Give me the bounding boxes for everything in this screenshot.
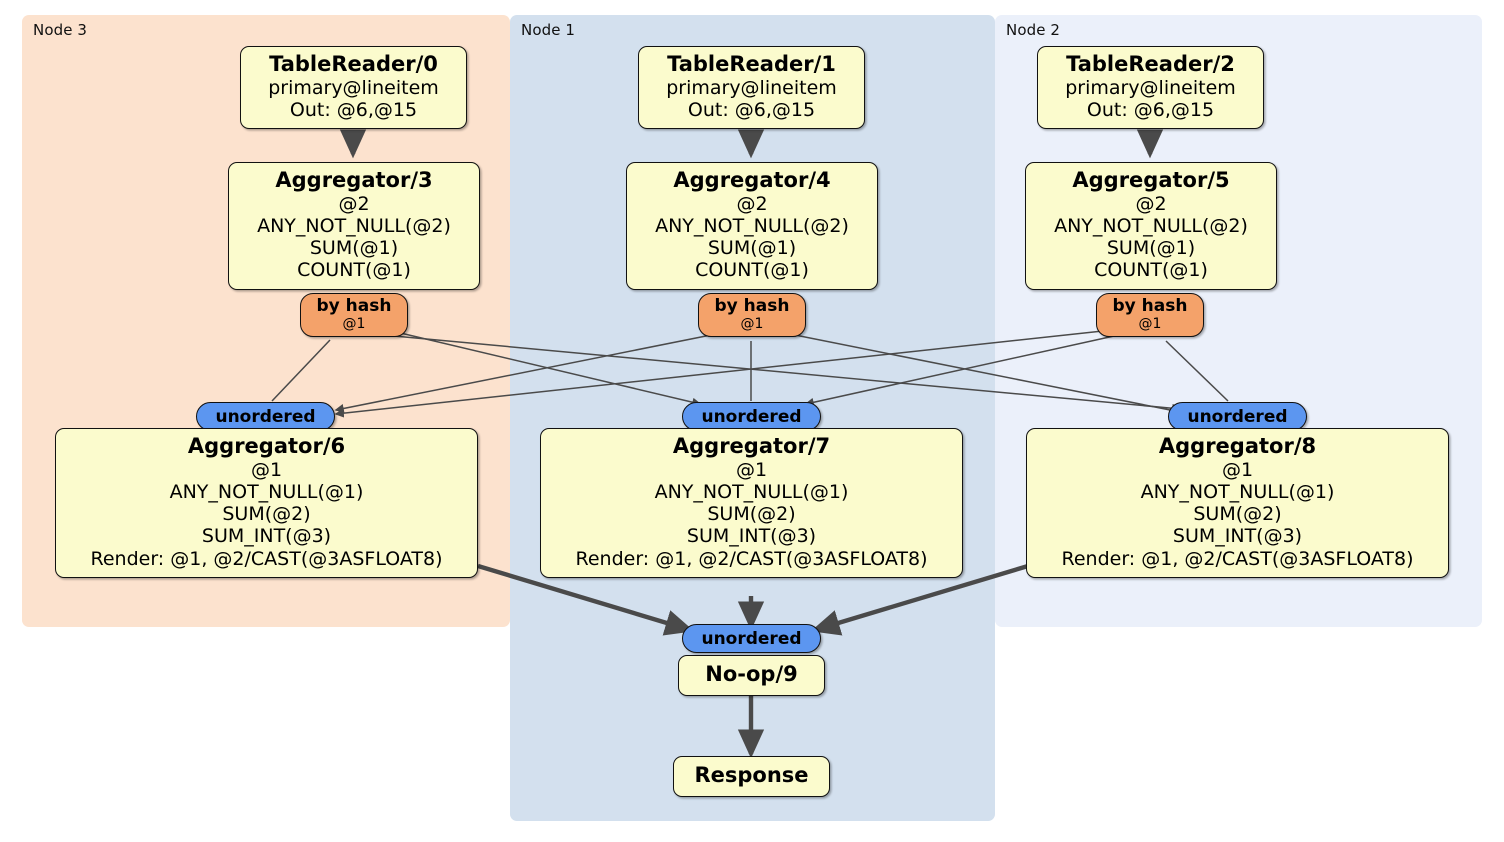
node-panel-label-node1: Node 1 [521,21,576,39]
processor-detail: SUM(@1) [309,237,399,260]
synchronizer-unordered-node1[interactable]: unordered [682,402,821,431]
processor-detail: @1 [1221,458,1254,481]
processor-detail: ANY_NOT_NULL(@1) [1140,480,1335,503]
router-column: @1 [1138,315,1162,332]
processor-detail: Render: @1, @2/CAST(@3ASFLOAT8) [90,547,443,570]
processor-detail: Out: @6,@15 [289,98,418,121]
processor-tablereader-1[interactable]: TableReader/1 primary@lineitem Out: @6,@… [638,46,865,130]
processor-detail: SUM(@2) [1193,503,1282,526]
processor-detail: primary@lineitem [666,76,837,99]
router-by-hash-node3[interactable]: by hash @1 [300,293,408,337]
processor-detail: ANY_NOT_NULL(@2) [655,214,849,237]
processor-detail: Render: @1, @2/CAST(@3ASFLOAT8) [1061,547,1414,570]
processor-title: Aggregator/6 [187,434,346,458]
processor-detail: @1 [735,458,768,481]
processor-detail: SUM_INT(@3) [686,525,817,548]
processor-detail: ANY_NOT_NULL(@2) [257,214,451,237]
processor-title: No-op/9 [705,662,798,686]
processor-detail: COUNT(@1) [297,259,411,282]
processor-detail: SUM(@2) [222,503,311,526]
node-panel-label-node2: Node 2 [1006,21,1061,39]
processor-detail: SUM(@1) [1106,237,1196,260]
node-panel-label-node3: Node 3 [33,21,88,39]
processor-detail: COUNT(@1) [695,259,809,282]
processor-detail: @2 [338,192,370,215]
processor-aggregator-3[interactable]: Aggregator/3 @2 ANY_NOT_NULL(@2) SUM(@1)… [228,162,480,290]
processor-title: Aggregator/8 [1158,434,1317,458]
processor-tablereader-0[interactable]: TableReader/0 primary@lineitem Out: @6,@… [240,46,467,130]
processor-title: TableReader/2 [1066,52,1235,76]
processor-title: Aggregator/4 [673,168,831,192]
processor-tablereader-2[interactable]: TableReader/2 primary@lineitem Out: @6,@… [1037,46,1264,130]
processor-aggregator-8[interactable]: Aggregator/8 @1 ANY_NOT_NULL(@1) SUM(@2)… [1026,428,1449,578]
processor-title: Aggregator/5 [1072,168,1230,192]
processor-title: Aggregator/7 [672,434,831,458]
processor-title: TableReader/1 [667,52,836,76]
processor-detail: ANY_NOT_NULL(@1) [169,480,364,503]
processor-detail: SUM(@1) [707,237,797,260]
processor-title: Response [694,763,809,787]
processor-detail: @1 [250,458,283,481]
processor-aggregator-7[interactable]: Aggregator/7 @1 ANY_NOT_NULL(@1) SUM(@2)… [540,428,963,578]
synchronizer-unordered-final[interactable]: unordered [682,624,821,653]
processor-response[interactable]: Response [673,756,830,797]
processor-detail: @2 [1135,192,1167,215]
processor-detail: SUM(@2) [707,503,796,526]
processor-detail: SUM_INT(@3) [201,525,332,548]
processor-detail: ANY_NOT_NULL(@2) [1054,214,1248,237]
router-type: by hash [1112,296,1188,316]
router-type: by hash [714,296,790,316]
processor-detail: COUNT(@1) [1094,259,1208,282]
synchronizer-unordered-node2[interactable]: unordered [1168,402,1307,431]
processor-detail: SUM_INT(@3) [1172,525,1303,548]
router-by-hash-node1[interactable]: by hash @1 [698,293,806,337]
router-column: @1 [740,315,764,332]
synchronizer-unordered-node3[interactable]: unordered [196,402,335,431]
router-column: @1 [342,315,366,332]
processor-detail: Render: @1, @2/CAST(@3ASFLOAT8) [575,547,928,570]
processor-detail: ANY_NOT_NULL(@1) [654,480,849,503]
processor-detail: Out: @6,@15 [1086,98,1215,121]
processor-aggregator-5[interactable]: Aggregator/5 @2 ANY_NOT_NULL(@2) SUM(@1)… [1025,162,1277,290]
router-by-hash-node2[interactable]: by hash @1 [1096,293,1204,337]
processor-title: TableReader/0 [269,52,438,76]
processor-detail: @2 [736,192,768,215]
processor-detail: Out: @6,@15 [687,98,816,121]
processor-noop-9[interactable]: No-op/9 [678,655,825,696]
processor-title: Aggregator/3 [275,168,433,192]
processor-aggregator-6[interactable]: Aggregator/6 @1 ANY_NOT_NULL(@1) SUM(@2)… [55,428,478,578]
processor-aggregator-4[interactable]: Aggregator/4 @2 ANY_NOT_NULL(@2) SUM(@1)… [626,162,878,290]
router-type: by hash [316,296,392,316]
processor-detail: primary@lineitem [268,76,439,99]
processor-detail: primary@lineitem [1065,76,1236,99]
